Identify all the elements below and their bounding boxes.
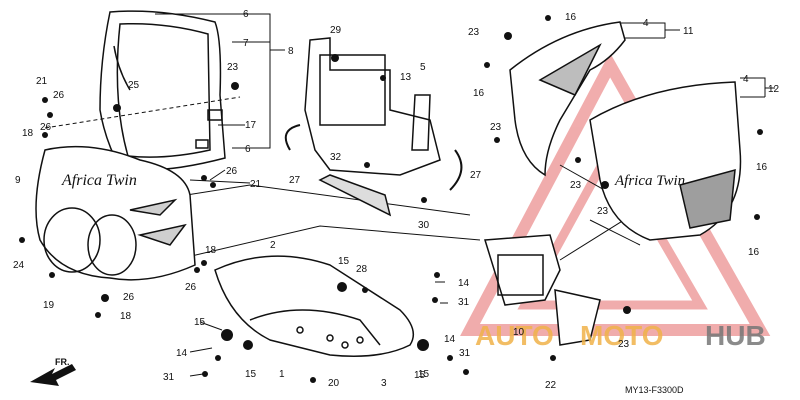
front-arrow: FR. xyxy=(30,357,76,386)
callout-23: 23 xyxy=(227,62,239,73)
callout-5: 5 xyxy=(420,62,426,73)
callout-1: 1 xyxy=(279,369,285,380)
callout-7: 7 xyxy=(243,38,249,49)
watermark-part2: MOTO xyxy=(580,320,663,351)
callout-29: 29 xyxy=(330,25,342,36)
front-label: FR. xyxy=(55,357,70,367)
callout-17: 17 xyxy=(245,120,257,131)
cowl-decal-text: Africa Twin xyxy=(61,172,137,189)
callout-16: 16 xyxy=(473,88,485,99)
callout-18: 18 xyxy=(205,245,217,256)
callout-24: 24 xyxy=(13,260,25,271)
callout-6: 6 xyxy=(243,9,249,20)
callout-19: 19 xyxy=(43,300,55,311)
callout-4: 4 xyxy=(643,18,649,29)
callout-4: 4 xyxy=(743,74,749,85)
callout-11: 11 xyxy=(683,26,694,37)
callout-31: 31 xyxy=(458,297,470,308)
fairing-stay xyxy=(284,37,463,217)
callout-20: 20 xyxy=(328,378,340,389)
callout-30: 30 xyxy=(418,220,430,231)
windscreen xyxy=(99,10,226,171)
callout-labels: 6 7 8 29 23 16 4 11 21 25 23 13 5 16 4 1… xyxy=(13,9,780,391)
callout-14: 14 xyxy=(458,278,470,289)
callout-15: 15 xyxy=(414,370,426,381)
callout-23: 23 xyxy=(597,206,609,217)
callout-15: 15 xyxy=(194,317,206,328)
callout-31: 31 xyxy=(459,348,471,359)
front-cowl: Africa Twin xyxy=(35,145,196,281)
callout-26: 26 xyxy=(226,166,238,177)
callout-27: 27 xyxy=(289,175,301,186)
callout-14: 14 xyxy=(444,334,456,345)
callout-32: 32 xyxy=(330,152,342,163)
callout-9: 9 xyxy=(15,175,21,186)
callout-15: 15 xyxy=(338,256,350,267)
hardware-bolts xyxy=(19,15,763,383)
callout-2: 2 xyxy=(270,240,276,251)
side-cowl-upper xyxy=(509,21,626,177)
callout-21: 21 xyxy=(250,179,262,190)
watermark-text: AUTO MOTO HUB xyxy=(475,320,766,351)
callout-23: 23 xyxy=(570,180,582,191)
side-cowl-lower: Africa Twin xyxy=(589,81,742,241)
callout-31: 31 xyxy=(163,372,175,383)
watermark-part1: AUTO xyxy=(475,320,554,351)
callout-16: 16 xyxy=(565,12,577,23)
callout-27: 27 xyxy=(470,170,482,181)
callout-26: 26 xyxy=(53,90,65,101)
callout-15: 15 xyxy=(418,369,430,380)
callout-21: 21 xyxy=(36,76,48,87)
callout-18: 18 xyxy=(22,128,34,139)
callout-15: 15 xyxy=(245,369,257,380)
callout-12: 12 xyxy=(768,84,780,95)
diagram-code: MY13-F3300D xyxy=(625,385,684,395)
skid-plate xyxy=(214,255,415,357)
lower-guard xyxy=(484,234,601,346)
callout-14: 14 xyxy=(176,348,188,359)
callout-23: 23 xyxy=(618,339,630,350)
callout-16: 16 xyxy=(756,162,768,173)
callout-8: 8 xyxy=(288,46,294,57)
callout-25: 25 xyxy=(128,80,140,91)
callout-23: 23 xyxy=(490,122,502,133)
callout-26: 26 xyxy=(185,282,197,293)
watermark-part3: HUB xyxy=(705,320,766,351)
callout-18: 18 xyxy=(120,311,132,322)
callout-10: 10 xyxy=(513,327,525,338)
callout-13: 13 xyxy=(400,72,412,83)
callout-22: 22 xyxy=(545,380,557,391)
callout-23: 23 xyxy=(468,27,480,38)
callout-3: 3 xyxy=(381,378,387,389)
callout-26: 26 xyxy=(123,292,135,303)
callout-16: 16 xyxy=(748,247,760,258)
callout-6: 6 xyxy=(245,144,251,155)
side-cowl-decal-text: Africa Twin xyxy=(614,173,685,189)
callout-26: 26 xyxy=(40,122,52,133)
callout-28: 28 xyxy=(356,264,368,275)
